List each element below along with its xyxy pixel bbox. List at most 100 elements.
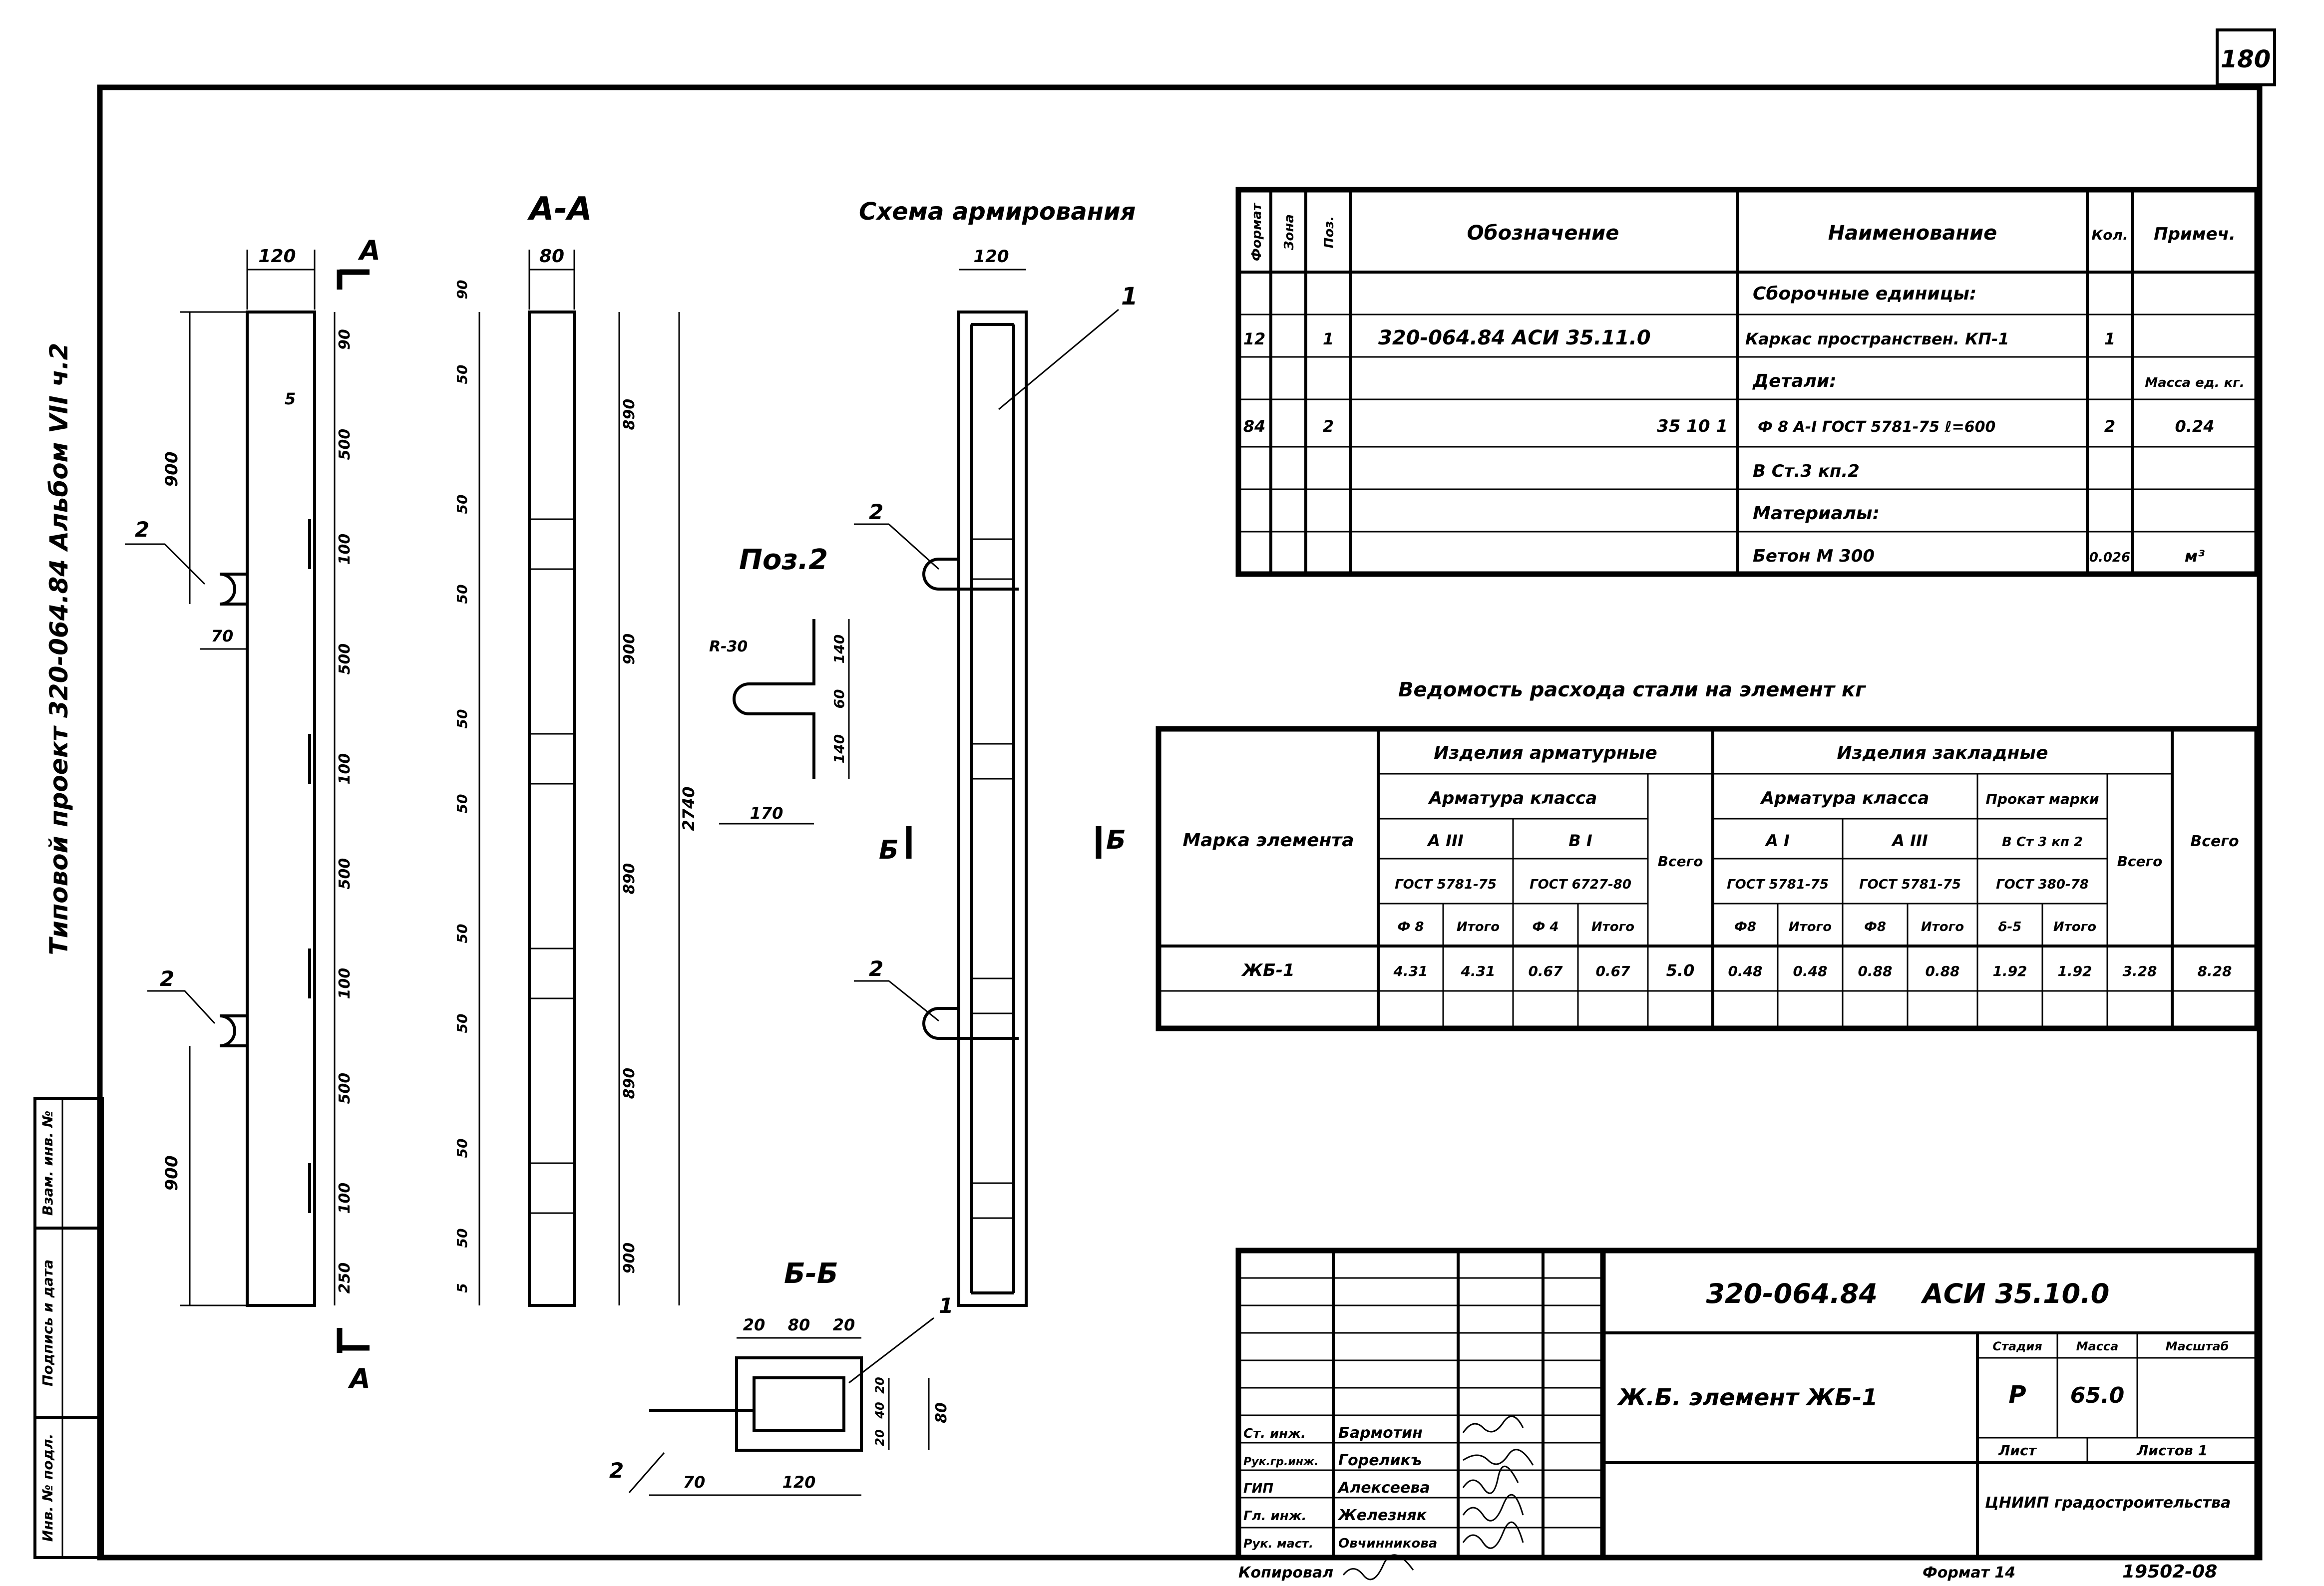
spec-h-pos: Поз.: [1322, 216, 1337, 249]
format-label: Формат 14: [1923, 1564, 2015, 1582]
left-right-dim-1: 500: [336, 429, 354, 460]
stamp-label-inv: Инв. № подл.: [39, 1434, 56, 1542]
steel-sub-a3: А III: [1426, 831, 1464, 850]
steel-val-4: 5.0: [1666, 961, 1695, 980]
aa-left-dim-1: 50: [454, 365, 470, 384]
spec-r4-name: В Ст.3 кп.2: [1753, 461, 1860, 481]
steel-val-5: 0.48: [1728, 963, 1762, 979]
steel-gost-5: ГОСТ 380-78: [1996, 877, 2089, 892]
steel-row-mark: ЖБ-1: [1241, 960, 1294, 980]
bb-dim-top-1: 80: [788, 1315, 810, 1334]
left-pos2-top: 2: [135, 517, 149, 542]
steel-col-total3: Итого: [1789, 920, 1832, 935]
left-right-dim-0: 90: [336, 329, 354, 350]
steel-h-vsego3: Всего: [2190, 833, 2239, 850]
reinf-pos2-bottom: 2: [869, 956, 883, 981]
left-view-width-dim: 120: [258, 246, 296, 267]
element-front-view: 120 А А 900 900 70 5 2 2 90 500 100 500: [125, 235, 381, 1394]
spec-r6-qty: 0.026: [2089, 550, 2130, 565]
reinforcement-width-dim: 120: [974, 247, 1009, 267]
aa-left-dim-10: 5: [454, 1283, 470, 1292]
spec-h-zone: Зона: [1282, 214, 1297, 251]
section-aa-width-dim: 80: [539, 246, 564, 267]
section-aa-title: А-А: [527, 191, 592, 228]
aa-left-dim-3: 50: [454, 585, 470, 604]
tb-role-1: Рук.гр.инж.: [1243, 1456, 1318, 1468]
tb-role-4: Рук. маст.: [1243, 1537, 1313, 1551]
steel-table-title: Ведомость расхода стали на элемент кг: [1398, 678, 1866, 701]
tb-mass-label: Масса: [2076, 1339, 2119, 1353]
signature-1: [1463, 1449, 1534, 1466]
left-right-dim-4: 100: [336, 753, 354, 785]
left-right-dim-9: 250: [336, 1263, 354, 1294]
tb-stage-label: Стадия: [1992, 1339, 2042, 1353]
steel-col-d8b: Ф8: [1734, 920, 1756, 935]
signature-4: [1462, 1521, 1524, 1549]
spec-r6-name: Бетон М 300: [1753, 546, 1875, 566]
spec-r6-note: м³: [2185, 547, 2205, 566]
steel-gost-4: ГОСТ 5781-75: [1859, 877, 1961, 892]
bb-dim-right-1: 40: [873, 1402, 887, 1419]
steel-val-10: 1.92: [2057, 963, 2092, 979]
pos2-dim-top: 140: [831, 634, 847, 663]
spec-r3-designation: 35 10 1: [1657, 416, 1728, 436]
spec-r1-format: 12: [1243, 329, 1266, 348]
left-dim-bottom: 900: [162, 1156, 182, 1191]
steel-val-8: 0.88: [1925, 963, 1959, 979]
steel-val-2: 0.67: [1528, 963, 1563, 979]
left-pos2-bottom: 2: [160, 966, 174, 991]
side-title: Типовой проект 320-064.84 Альбом VII ч.2: [44, 343, 73, 955]
bb-pos1: 1: [939, 1293, 953, 1318]
tb-role-0: Ст. инж.: [1243, 1426, 1306, 1441]
spec-r3-format: 84: [1243, 417, 1266, 436]
tb-role-3: Гл. инж.: [1243, 1509, 1306, 1524]
signature-3: [1462, 1494, 1524, 1522]
steel-h-embedded: Изделия закладные: [1837, 743, 2048, 763]
left-right-dim-3: 500: [336, 643, 354, 675]
steel-sub-b1: В I: [1568, 831, 1592, 850]
bb-dim-right-2: 20: [873, 1429, 887, 1446]
steel-col-s85: δ-5: [1998, 920, 2022, 935]
spec-r5-name: Материалы:: [1753, 503, 1880, 524]
steel-sub-vst: В Ст 3 кп 2: [2002, 835, 2083, 850]
tb-sheets-label: Листов 1: [2136, 1442, 2208, 1459]
aa-right-dim-3: 890: [621, 1068, 638, 1099]
pos2-radius: R-30: [709, 638, 748, 655]
copier-signature: [1342, 1554, 1414, 1581]
steel-h-vsego2: Всего: [2117, 853, 2163, 870]
tb-scale-label: Масштаб: [2166, 1339, 2229, 1353]
signature-0: [1462, 1415, 1524, 1433]
spec-r3-pos: 2: [1323, 417, 1334, 436]
aa-left-dim-8: 50: [454, 1139, 470, 1158]
bb-pos2: 2: [609, 1458, 624, 1483]
left-right-dim-8: 100: [336, 1183, 354, 1214]
steel-col-total: Итого: [1457, 920, 1500, 935]
title-block: 320-064.84 АСИ 35.10.0 Ж.Б. элемент ЖБ-1…: [1235, 1248, 2260, 1561]
cut-b-right: Б: [1106, 825, 1126, 855]
section-bb-title: Б-Б: [784, 1258, 838, 1290]
steel-h-mark: Марка элемента: [1182, 830, 1354, 851]
spec-h-qty: Кол.: [2091, 227, 2128, 243]
steel-val-3: 0.67: [1595, 963, 1630, 979]
bb-dim-right-0: 20: [873, 1377, 887, 1393]
spec-h-format: Формат: [1249, 202, 1264, 261]
tb-name-4: Овчинникова: [1338, 1536, 1437, 1551]
stamp-label-sign: Подпись и дата: [39, 1260, 56, 1386]
cut-a-top: А: [358, 235, 381, 266]
aa-right-dim-1: 900: [621, 634, 638, 665]
steel-gost-1: ГОСТ 5781-75: [1395, 877, 1497, 892]
steel-h-vsego1: Всего: [1658, 853, 1703, 870]
spec-r2-name: Детали:: [1752, 371, 1837, 391]
pos2-dim-mid: 60: [831, 689, 847, 709]
left-dim-top: 900: [162, 452, 182, 487]
section-aa: А-А 80 90 50 50 50 50 50 50 50 50 50 5: [454, 191, 698, 1307]
tb-element-name: Ж.Б. элемент ЖБ-1: [1616, 1384, 1878, 1411]
spec-r3-qty: 2: [2104, 417, 2115, 436]
spec-r1-name: Каркас пространствен. КП-1: [1745, 329, 2009, 348]
cut-b-left: Б: [879, 835, 899, 865]
aa-total-dim: 2740: [679, 786, 698, 831]
pos2-title: Поз.2: [739, 544, 828, 576]
steel-h-rolled: Прокат марки: [1985, 791, 2099, 807]
steel-col-d4: Ф 4: [1533, 920, 1559, 935]
